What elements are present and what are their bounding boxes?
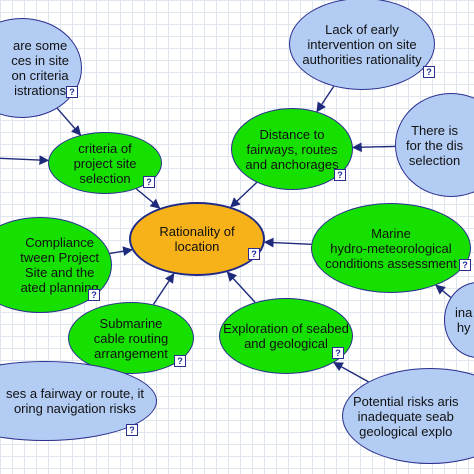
edge-marine-to-rationality — [263, 237, 312, 248]
edge-left_stub-to-criteria — [0, 155, 50, 165]
help-badge-icon[interactable]: ? — [332, 347, 344, 359]
node-marine[interactable]: Marine hydro-meteorological conditions a… — [311, 203, 471, 293]
node-label: Compliance tween Project Site and the at… — [20, 235, 99, 295]
node-label: Exploration of seabed and geological — [223, 321, 349, 351]
node-criteria[interactable]: criteria of project site selection — [48, 132, 162, 194]
edge-src_potential-to-exploration — [333, 361, 369, 383]
node-label: Rationality of location — [159, 224, 235, 254]
node-label: criteria of project site selection — [73, 140, 137, 186]
node-label: Marine hydro-meteorological conditions a… — [325, 225, 457, 271]
node-distance[interactable]: Distance to fairways, routes and anchora… — [231, 108, 353, 190]
node-label: Distance to fairways, routes and anchora… — [245, 126, 339, 172]
node-label: ina hy — [455, 305, 473, 335]
help-badge-icon[interactable]: ? — [143, 176, 155, 188]
node-label: There is for the dis selection — [406, 122, 464, 168]
node-label: Potential risks aris inadequate seab geo… — [353, 393, 459, 439]
help-badge-icon[interactable]: ? — [174, 355, 186, 367]
node-label: are some ces in site on criteria istrati… — [11, 38, 69, 98]
edge-distance-to-rationality — [230, 181, 258, 208]
help-badge-icon[interactable]: ? — [334, 169, 346, 181]
edge-src_ina-to-marine — [435, 284, 452, 298]
help-badge-icon[interactable]: ? — [88, 289, 100, 301]
edge-src_lack-to-distance — [316, 86, 335, 113]
help-badge-icon[interactable]: ? — [423, 66, 435, 78]
node-exploration[interactable]: Exploration of seabed and geological — [219, 298, 353, 374]
node-label: Lack of early intervention on site autho… — [302, 21, 422, 67]
node-label: Submarine cable routing arrangement — [93, 315, 169, 361]
node-submarine[interactable]: Submarine cable routing arrangement — [68, 302, 194, 374]
node-src_lack[interactable]: Lack of early intervention on site autho… — [289, 0, 435, 90]
edge-src_criteria-to-criteria — [56, 107, 82, 136]
edge-compliance-to-rationality — [109, 246, 133, 257]
node-rationality[interactable]: Rationality of location — [129, 202, 265, 276]
node-src_fairway[interactable]: ses a fairway or route, it oring navigat… — [0, 361, 157, 441]
edge-exploration-to-rationality — [226, 271, 256, 303]
node-src_potential[interactable]: Potential risks aris inadequate seab geo… — [342, 368, 474, 464]
help-badge-icon[interactable]: ? — [126, 424, 138, 436]
help-badge-icon[interactable]: ? — [248, 248, 260, 260]
help-badge-icon[interactable]: ? — [459, 259, 471, 271]
help-badge-icon[interactable]: ? — [66, 86, 78, 98]
node-label: ses a fairway or route, it oring navigat… — [6, 386, 144, 416]
edge-src_there-to-distance — [351, 142, 396, 153]
edge-criteria-to-rationality — [135, 188, 161, 209]
edge-submarine-to-rationality — [152, 272, 175, 305]
